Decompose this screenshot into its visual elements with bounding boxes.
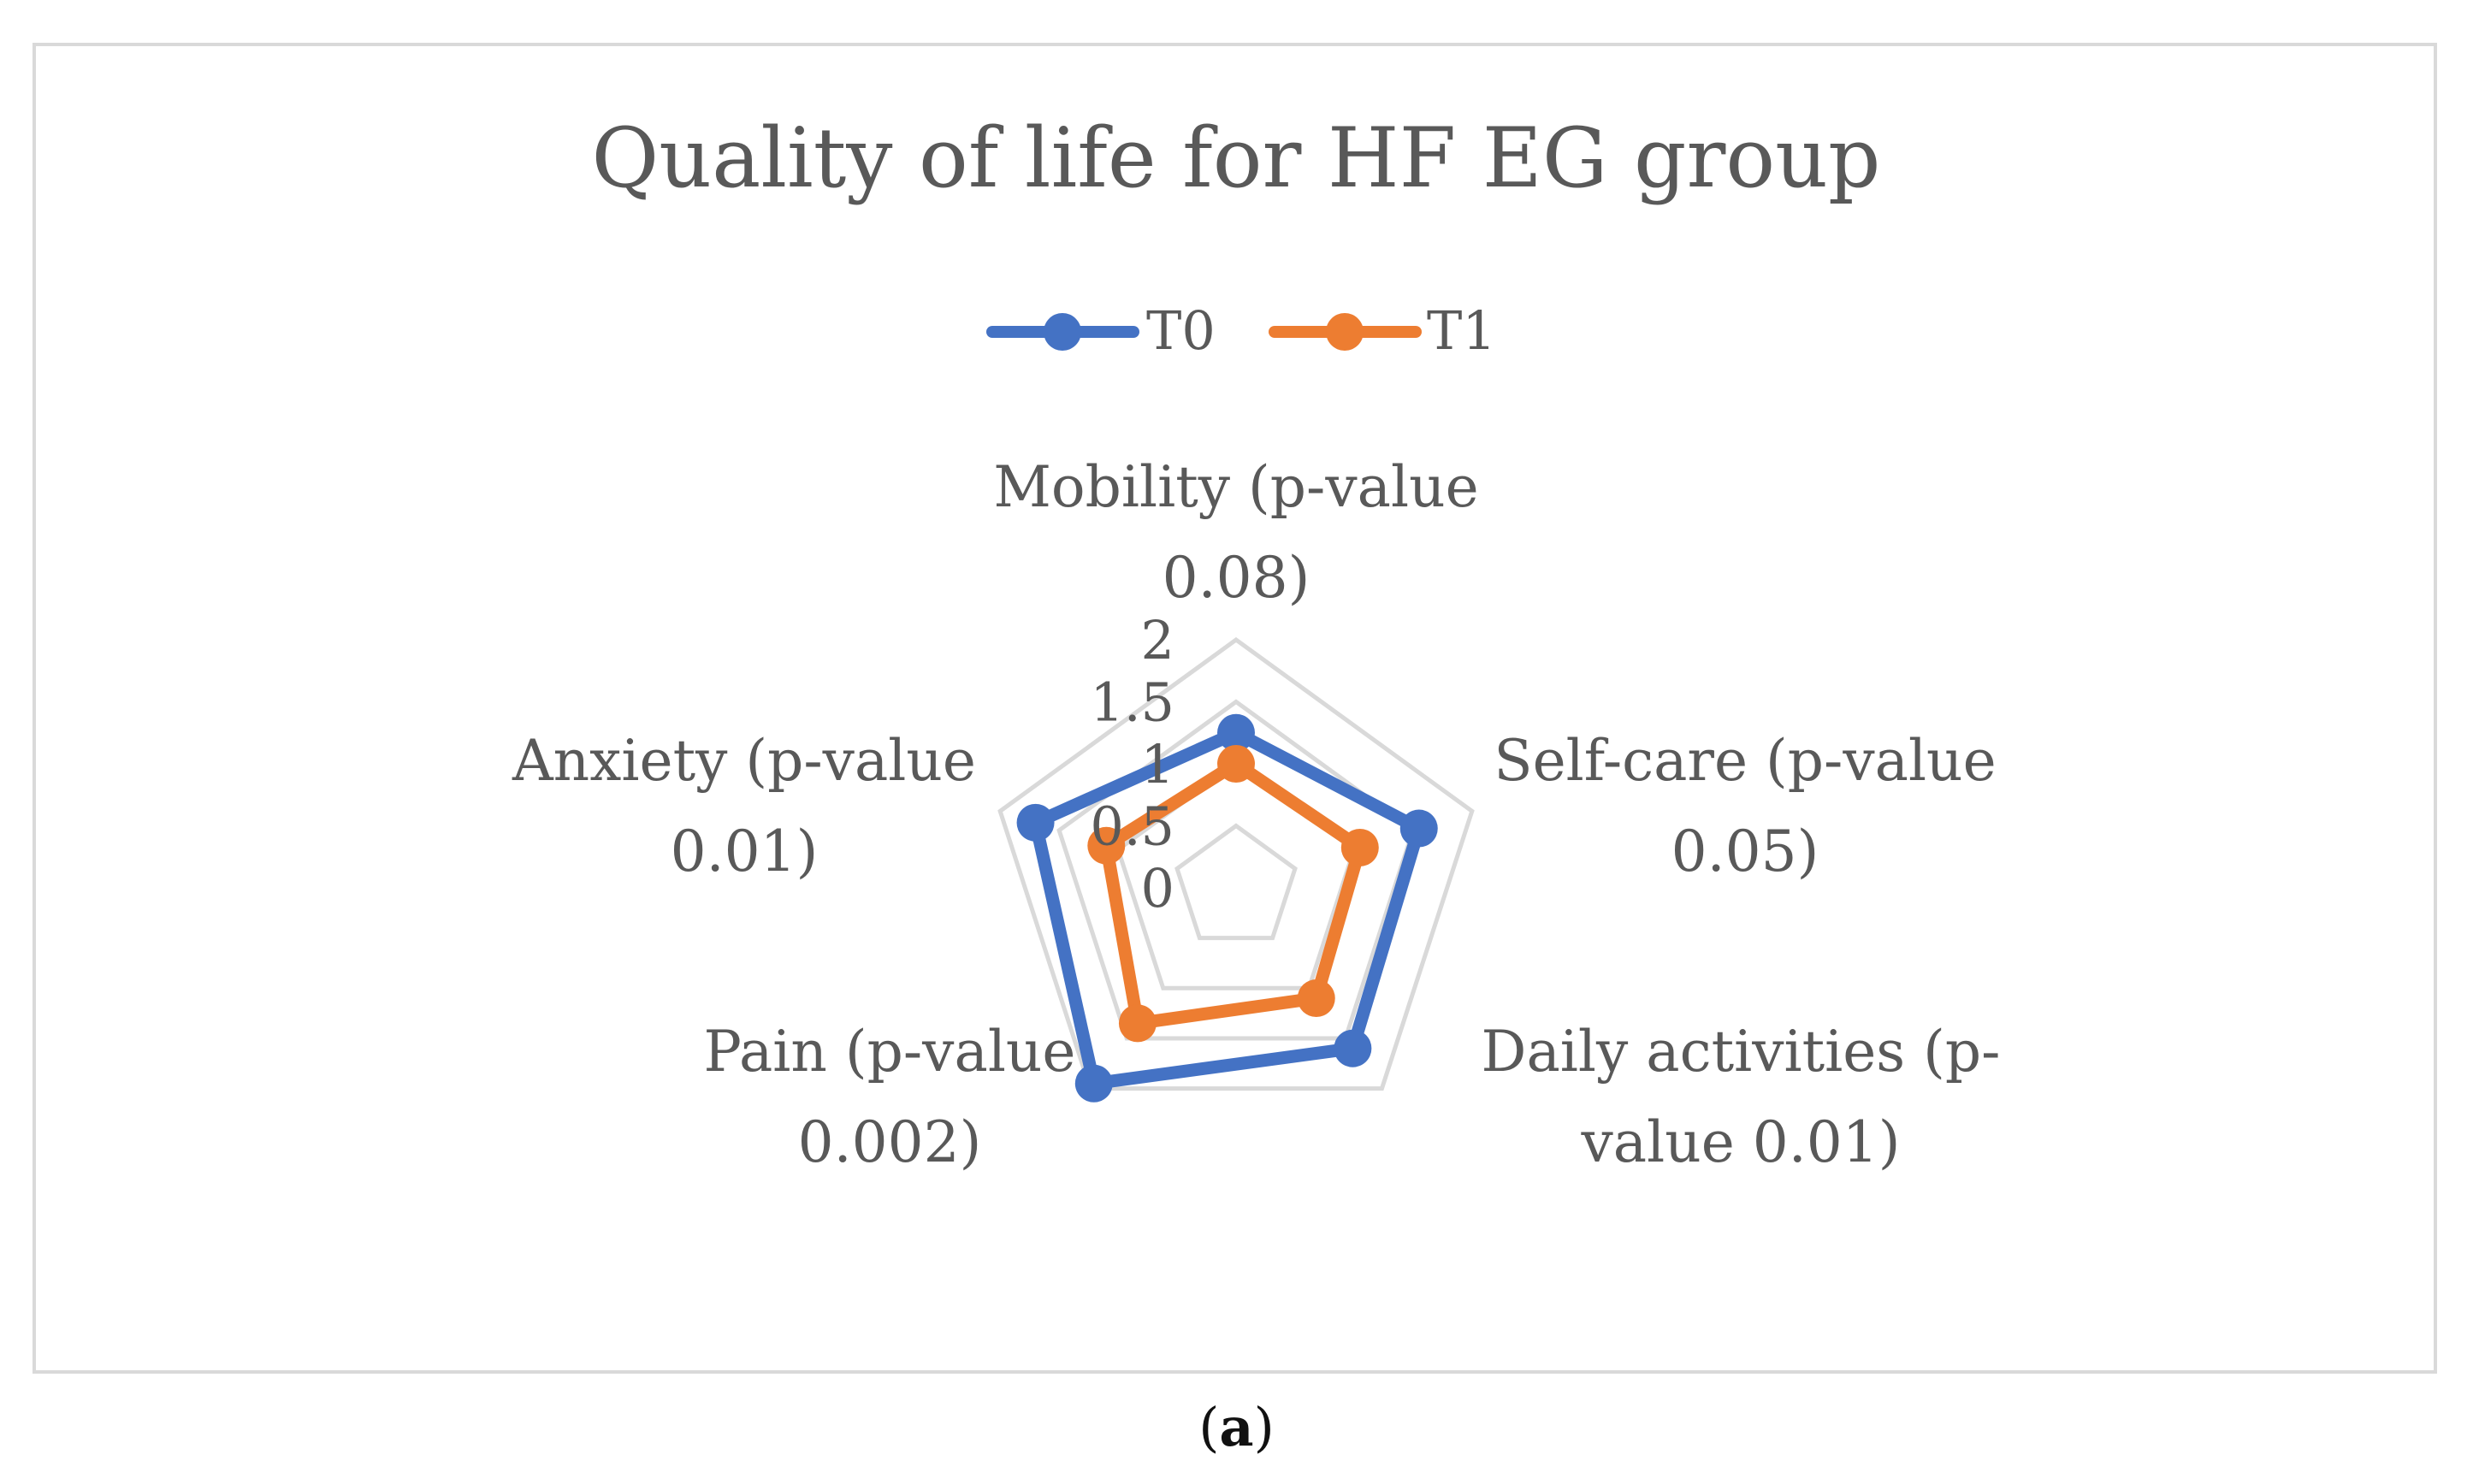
category-label-line: 0.002) [798,1109,982,1175]
data-point-t0-4 [1016,803,1055,842]
legend-label-t1: T1 [1427,299,1496,362]
caption-open: ( [1198,1396,1220,1458]
series-t1 [1087,745,1379,1043]
tick-label: 0 [1141,857,1174,919]
data-point-t1-2 [1297,979,1335,1018]
chart-frame [33,43,2437,1374]
series-layer [1016,713,1438,1103]
series-t0 [1016,713,1438,1103]
data-point-t1-3 [1118,1004,1157,1043]
category-label-line: 0.05) [1671,819,1819,884]
caption-close: ) [1253,1396,1275,1458]
category-label-2: Daily activities (p-value 0.01) [1482,1019,2001,1175]
category-labels: Mobility (p-value 0.08) Self-care (p-value… [512,454,2000,1175]
category-label-line: Pain (p-value [704,1019,1076,1085]
tick-label: 1.5 [1090,671,1174,734]
category-label-line: Mobility (p-value [993,454,1478,520]
legend: T0 T1 [986,299,1496,362]
data-point-t0-3 [1074,1064,1113,1103]
category-label-line: 0.01) [671,819,819,884]
grid-ring [1174,823,1298,941]
data-point-t0-1 [1399,809,1438,848]
data-point-t0-0 [1217,713,1255,752]
category-label-0: Mobility (p-value 0.08) [993,454,1478,611]
data-point-t1-4 [1087,826,1126,865]
grid-ring [997,636,1475,1091]
legend-label-t0: T0 [1146,299,1216,362]
legend-item-t1: T1 [1269,299,1496,362]
category-label-line: value 0.01) [1581,1109,1901,1175]
category-label-line: Daily activities (p- [1482,1019,2001,1085]
radial-tick-labels: 00.511.52 [1090,609,1174,919]
category-label-3: Pain (p-value 0.002) [704,1019,1076,1175]
tick-label: 0.5 [1090,795,1174,858]
caption-letter: a [1219,1396,1254,1458]
data-point-t1-1 [1340,828,1379,866]
tick-label: 2 [1141,609,1174,671]
tick-label: 1 [1141,733,1174,795]
series-line-t0 [1029,726,1426,1091]
category-label-4: Anxiety (p-value 0.01) [512,728,976,884]
category-label-line: Self-care (p-value [1494,728,1996,794]
figure-caption: (a) [0,1396,2473,1458]
data-point-t0-2 [1334,1029,1372,1067]
chart-title: Quality of life for HF EG group [592,110,1881,206]
legend-item-t0: T0 [986,299,1216,362]
category-label-1: Self-care (p-value 0.05) [1494,728,1996,884]
series-line-t1 [1099,757,1367,1030]
data-point-t1-0 [1217,745,1255,783]
category-label-line: 0.08) [1163,545,1310,611]
category-label-line: Anxiety (p-value [512,728,976,794]
